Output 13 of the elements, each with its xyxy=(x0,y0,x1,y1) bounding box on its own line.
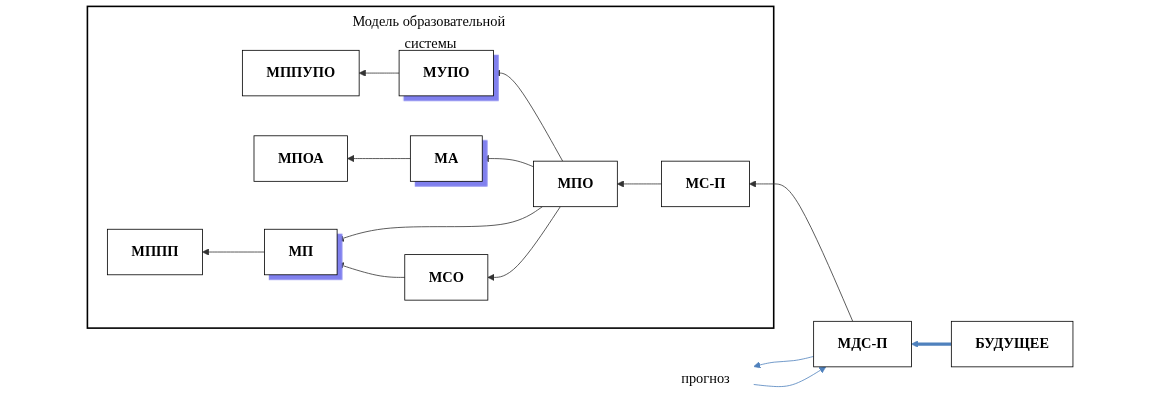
node-box: МА xyxy=(409,135,483,182)
arrow xyxy=(910,340,952,348)
node-box: МСО xyxy=(404,254,489,301)
node-box: МППП xyxy=(106,228,203,276)
node-text: прогноз xyxy=(681,370,730,387)
node-box: МП xyxy=(263,228,338,276)
node-box: МПОА xyxy=(253,135,348,182)
node-box: МППУПО xyxy=(241,49,360,97)
node-box: МДС-П xyxy=(813,320,912,368)
node-box: МС-П xyxy=(661,160,750,208)
node-box: БУДУЩЕЕ xyxy=(950,320,1074,368)
node-box: МПО xyxy=(532,160,618,208)
node-box: МУПО xyxy=(398,49,494,97)
